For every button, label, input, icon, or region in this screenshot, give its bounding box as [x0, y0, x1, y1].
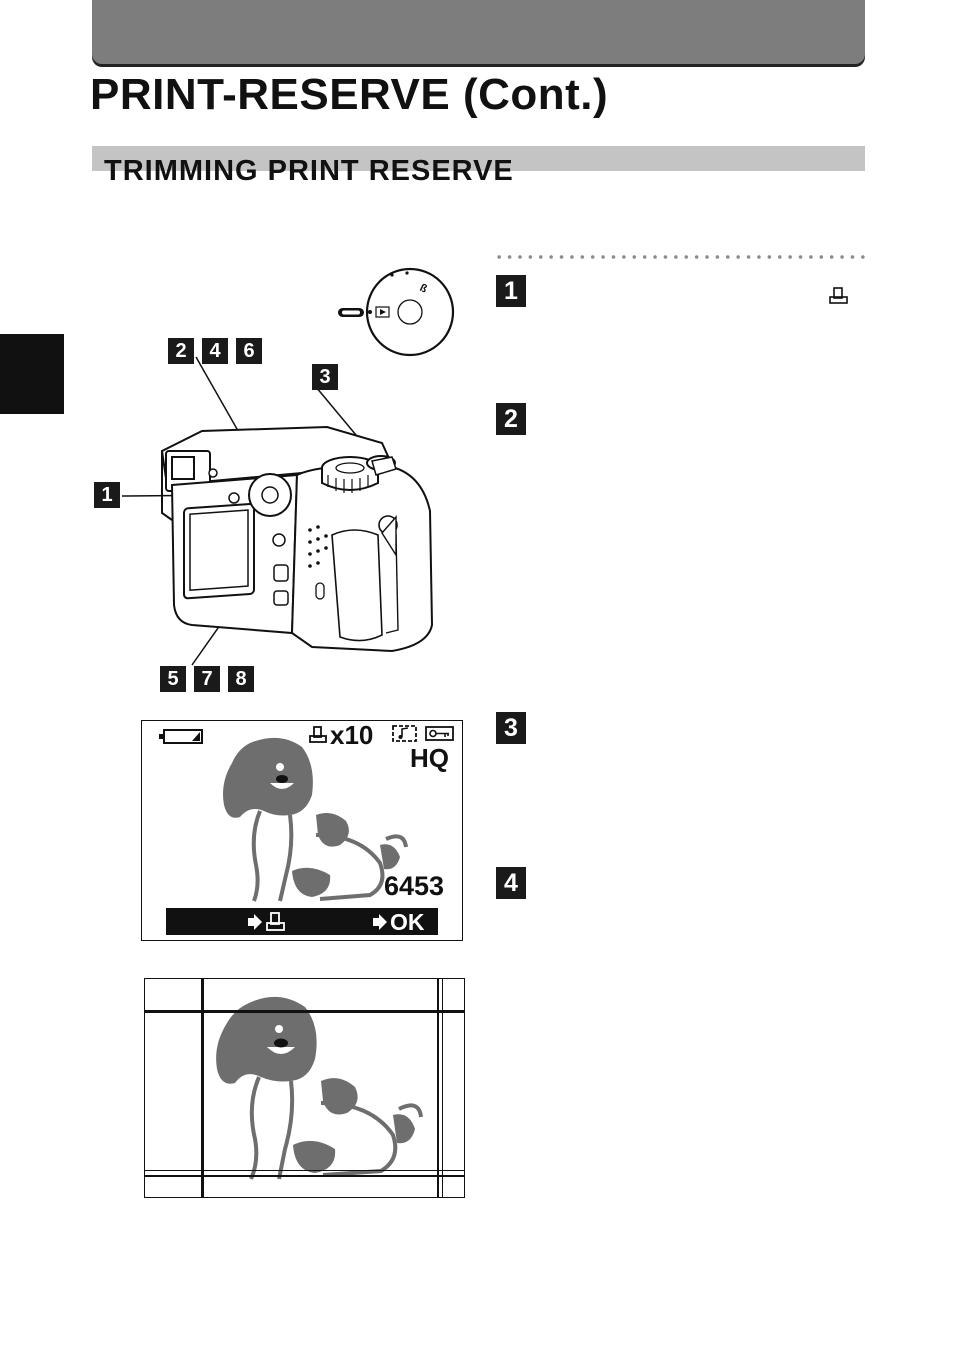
- step-number-4: 4: [496, 867, 526, 899]
- header-bar: [92, 0, 865, 64]
- arrow-right-icon: [248, 914, 262, 930]
- trim-line-left: [201, 979, 204, 1197]
- trim-line-bottom-inner: [145, 1170, 464, 1171]
- svg-text:ß: ß: [418, 282, 429, 296]
- print-count: x10: [330, 720, 374, 750]
- mode-dial-illustration: ß: [338, 267, 455, 357]
- battery-icon: [159, 729, 203, 744]
- dog-image: [223, 737, 408, 902]
- chapter-side-tab: [0, 334, 64, 414]
- page-title: PRINT-RESERVE (Cont.): [90, 70, 609, 119]
- callout-tag-8: 8: [228, 666, 254, 692]
- quality-mode: HQ: [410, 743, 449, 773]
- dog-image-trimmed: [216, 996, 423, 1180]
- step-number-2: 2: [496, 403, 526, 435]
- lcd-screen-illustration: x10 HQ 6453: [141, 720, 463, 941]
- protect-icon: [425, 726, 454, 741]
- callout-tag-3: 3: [312, 364, 338, 390]
- frame-number: 6453: [384, 871, 445, 901]
- trimming-frame-illustration: [144, 978, 465, 1198]
- arrow-right-icon: [373, 914, 387, 930]
- section-heading: TRIMMING PRINT RESERVE: [104, 155, 514, 187]
- callout-tag-6: 6: [236, 338, 262, 364]
- trim-line-bottom: [145, 1175, 464, 1177]
- callout-tag-4: 4: [202, 338, 228, 364]
- trim-line-right-inner: [442, 979, 443, 1197]
- callout-tag-2: 2: [168, 338, 194, 364]
- ok-label: OK: [390, 909, 425, 935]
- lcd-menu-bar: OK: [166, 908, 438, 935]
- print-icon: [829, 287, 848, 304]
- camera-illustration: [121, 356, 434, 666]
- sound-icon: [392, 725, 417, 742]
- step-number-3: 3: [496, 712, 526, 744]
- callout-tag-7: 7: [194, 666, 220, 692]
- step-number-1: 1: [496, 275, 526, 307]
- trim-line-top: [145, 1010, 464, 1013]
- trim-line-right: [437, 979, 439, 1197]
- callout-tag-1: 1: [94, 482, 120, 508]
- section-heading-bar: [92, 146, 865, 171]
- print-icon-menu: [266, 912, 285, 931]
- print-reserve-icon: [309, 726, 327, 743]
- callout-tag-5: 5: [160, 666, 186, 692]
- dotted-divider: [494, 255, 866, 259]
